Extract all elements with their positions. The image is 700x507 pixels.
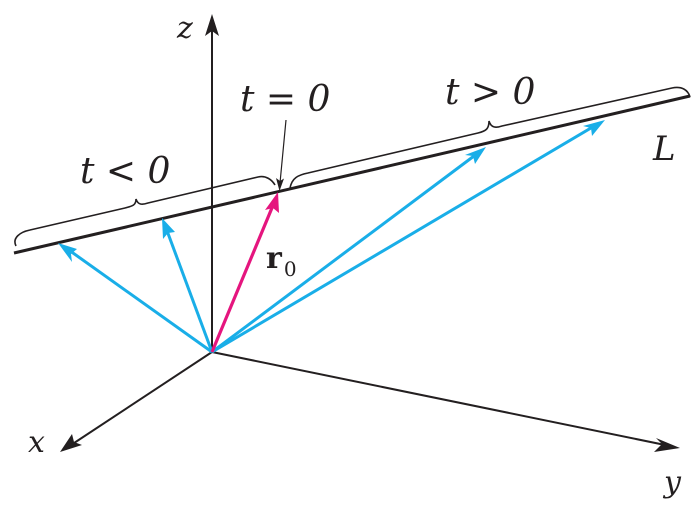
vector-1: [65, 246, 213, 354]
y-axis-label: y: [662, 465, 682, 500]
t-zero-label: t = 0: [240, 79, 330, 120]
vector-4-arrowhead: [583, 120, 605, 136]
vector-r0-arrowhead: [265, 192, 279, 213]
brace-t-positive: [289, 86, 691, 189]
vector-2: [164, 227, 214, 353]
vector-2-arrowhead: [162, 218, 175, 239]
r0-label-main: r: [266, 241, 283, 276]
brace-t-negative: [14, 175, 276, 247]
vector-1-arrowhead: [58, 243, 77, 262]
z-axis-arrowhead: [205, 14, 219, 36]
r0-label-sub: 0: [284, 257, 297, 281]
vector-r0: [210, 202, 276, 353]
y-axis-arrowhead: [654, 438, 680, 452]
x-axis: [67, 351, 213, 448]
t-zero-pointer-arrowhead: [276, 178, 284, 191]
x-axis-label: x: [28, 425, 45, 460]
line-label: L: [652, 129, 676, 169]
line-L: [13, 94, 691, 255]
z-axis-label: z: [176, 11, 193, 46]
t-positive-label: t > 0: [445, 72, 535, 113]
vector-4: [211, 123, 597, 354]
x-axis-arrowhead: [60, 434, 82, 452]
vector-3: [211, 151, 479, 354]
t-zero-pointer: [279, 119, 287, 184]
y-axis: [211, 351, 671, 447]
vector-3-arrowhead: [465, 147, 486, 164]
t-negative-label: t < 0: [80, 151, 170, 192]
